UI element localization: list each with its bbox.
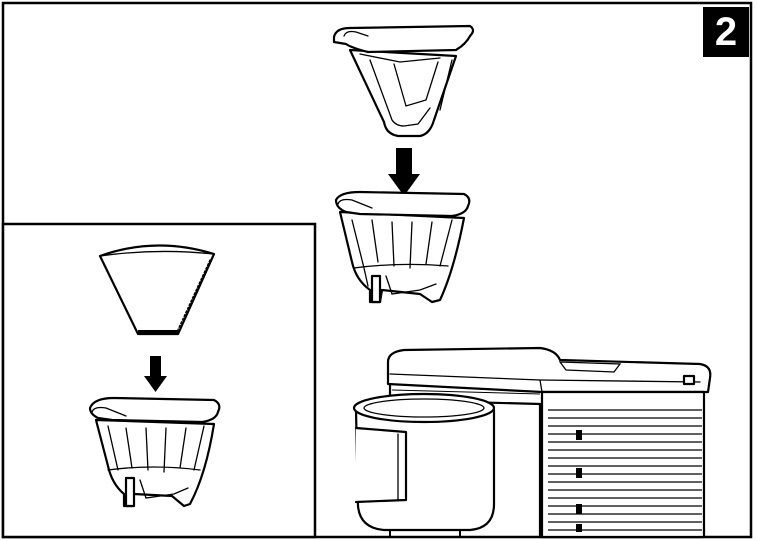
- step-number-badge: 2: [703, 7, 749, 57]
- down-arrow-icon: [388, 148, 420, 196]
- paper-filter-icon: [98, 244, 216, 336]
- filter-basket-icon: [334, 190, 471, 304]
- filter-insert-icon: [332, 24, 475, 138]
- down-arrow-icon: [144, 356, 167, 392]
- coffee-maker-icon: [386, 346, 712, 539]
- filter-basket-icon: [88, 396, 221, 508]
- carafe-icon: [352, 392, 496, 537]
